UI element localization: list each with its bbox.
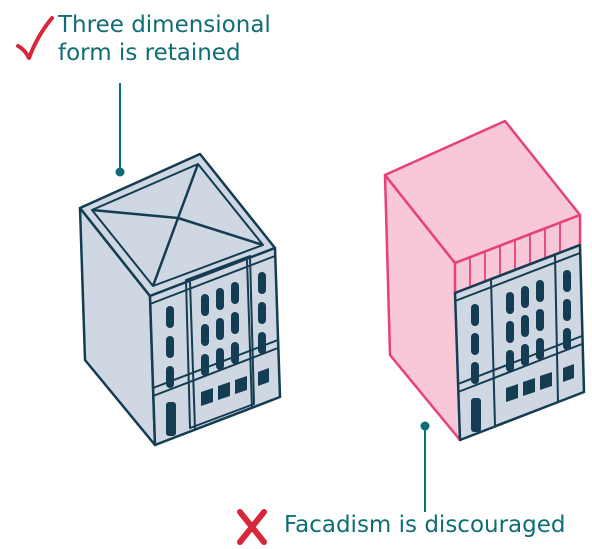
doorway — [166, 402, 176, 436]
roof-ridge-line — [176, 163, 200, 219]
window — [258, 302, 266, 324]
window — [216, 348, 224, 370]
caption-retained: Three dimensional form is retained — [58, 11, 271, 67]
x-mark-icon — [237, 509, 267, 545]
window — [201, 324, 209, 346]
new-build-mullions — [469, 223, 561, 287]
roof-ridge-line — [177, 216, 264, 247]
caption-facadism: Facadism is discouraged — [284, 512, 566, 538]
window — [231, 312, 239, 334]
central-bay — [185, 255, 255, 429]
callout-retained — [115, 83, 125, 177]
caption-retained-line-2: form is retained — [58, 40, 241, 66]
pilaster-line — [246, 259, 253, 409]
shop-window — [258, 368, 269, 386]
building-retained-windows — [166, 272, 269, 436]
window — [166, 366, 174, 388]
window — [216, 318, 224, 340]
shop-window — [218, 382, 230, 400]
retained-facade — [453, 243, 586, 442]
window — [258, 272, 266, 294]
window — [258, 332, 266, 354]
pilaster-line — [189, 281, 196, 431]
window — [231, 342, 239, 364]
check-mark-icon — [16, 16, 54, 60]
roof-ridge-line — [91, 208, 179, 220]
shop-window — [201, 388, 213, 406]
roof-ridge-line — [151, 217, 180, 287]
window — [201, 294, 209, 316]
window — [201, 354, 209, 376]
cornice-line — [149, 255, 276, 305]
building-retained — [78, 152, 282, 447]
building-facadism — [383, 119, 586, 442]
caption-retained-line-1: Three dimensional — [58, 12, 271, 38]
window — [216, 288, 224, 310]
window — [166, 336, 174, 358]
window — [166, 306, 174, 328]
floor-band — [152, 347, 279, 397]
shop-window — [235, 376, 247, 394]
window — [231, 282, 239, 304]
callout-facadism — [420, 421, 430, 512]
